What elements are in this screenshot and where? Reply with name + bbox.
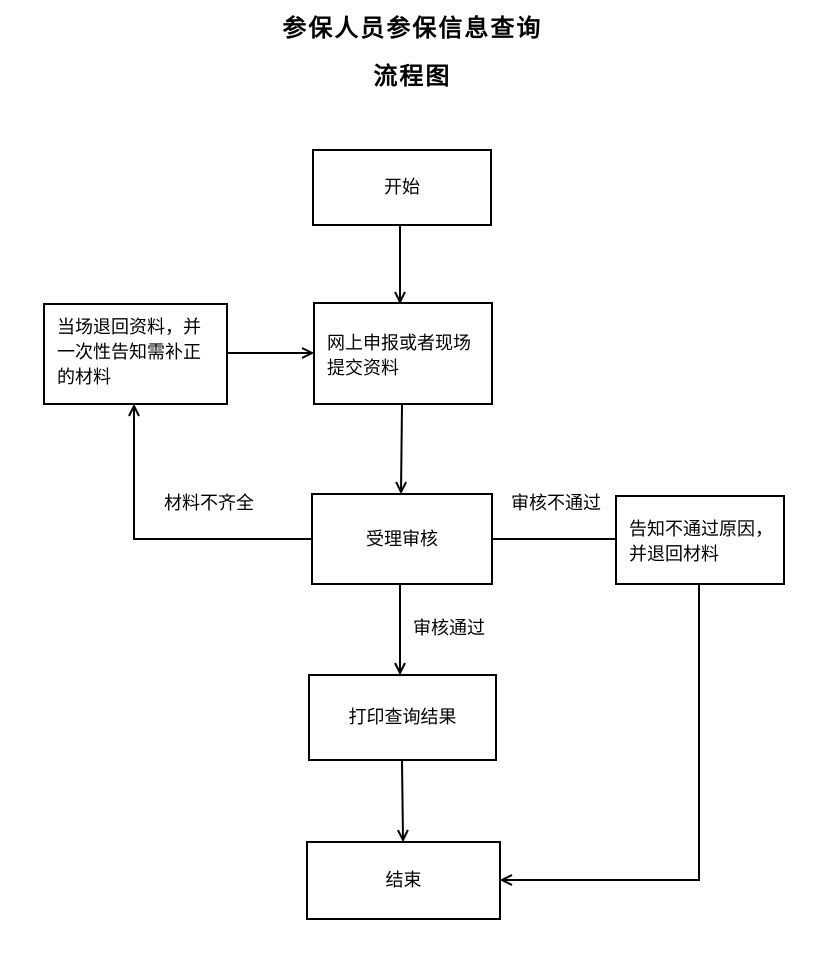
arrow-submit-to-review: [401, 404, 402, 492]
edge-label-not-passed: 审核不通过: [511, 493, 601, 514]
node-submit: 网上申报或者现场提交资料: [313, 302, 493, 405]
diagram-subtitle: 流程图: [373, 61, 452, 90]
edge-label-incomplete: 材料不齐全: [164, 493, 254, 514]
node-end: 结束: [306, 841, 501, 920]
node-start-label: 开始: [384, 177, 420, 198]
node-print: 打印查询结果: [308, 674, 497, 761]
diagram-title: 参保人员参保信息查询: [282, 13, 543, 42]
node-print-label: 打印查询结果: [348, 707, 457, 728]
node-start: 开始: [312, 149, 492, 226]
node-return-onsite-label: 当场退回资料，并一次性告知需补正的材料: [57, 317, 201, 388]
arrow-reject-to-end: [502, 585, 700, 880]
node-return-onsite: 当场退回资料，并一次性告知需补正的材料: [43, 303, 228, 405]
node-reject-label: 告知不通过原因，并退回材料: [629, 519, 773, 565]
arrow-print-to-end: [402, 760, 403, 840]
node-end-label: 结束: [385, 870, 422, 891]
arrow-review-to-return: [134, 406, 311, 540]
node-review: 受理审核: [311, 493, 493, 585]
node-submit-label: 网上申报或者现场提交资料: [327, 333, 471, 379]
edge-label-passed: 审核通过: [413, 618, 485, 639]
node-reject: 告知不通过原因，并退回材料: [615, 495, 785, 585]
node-review-label: 受理审核: [366, 528, 438, 550]
